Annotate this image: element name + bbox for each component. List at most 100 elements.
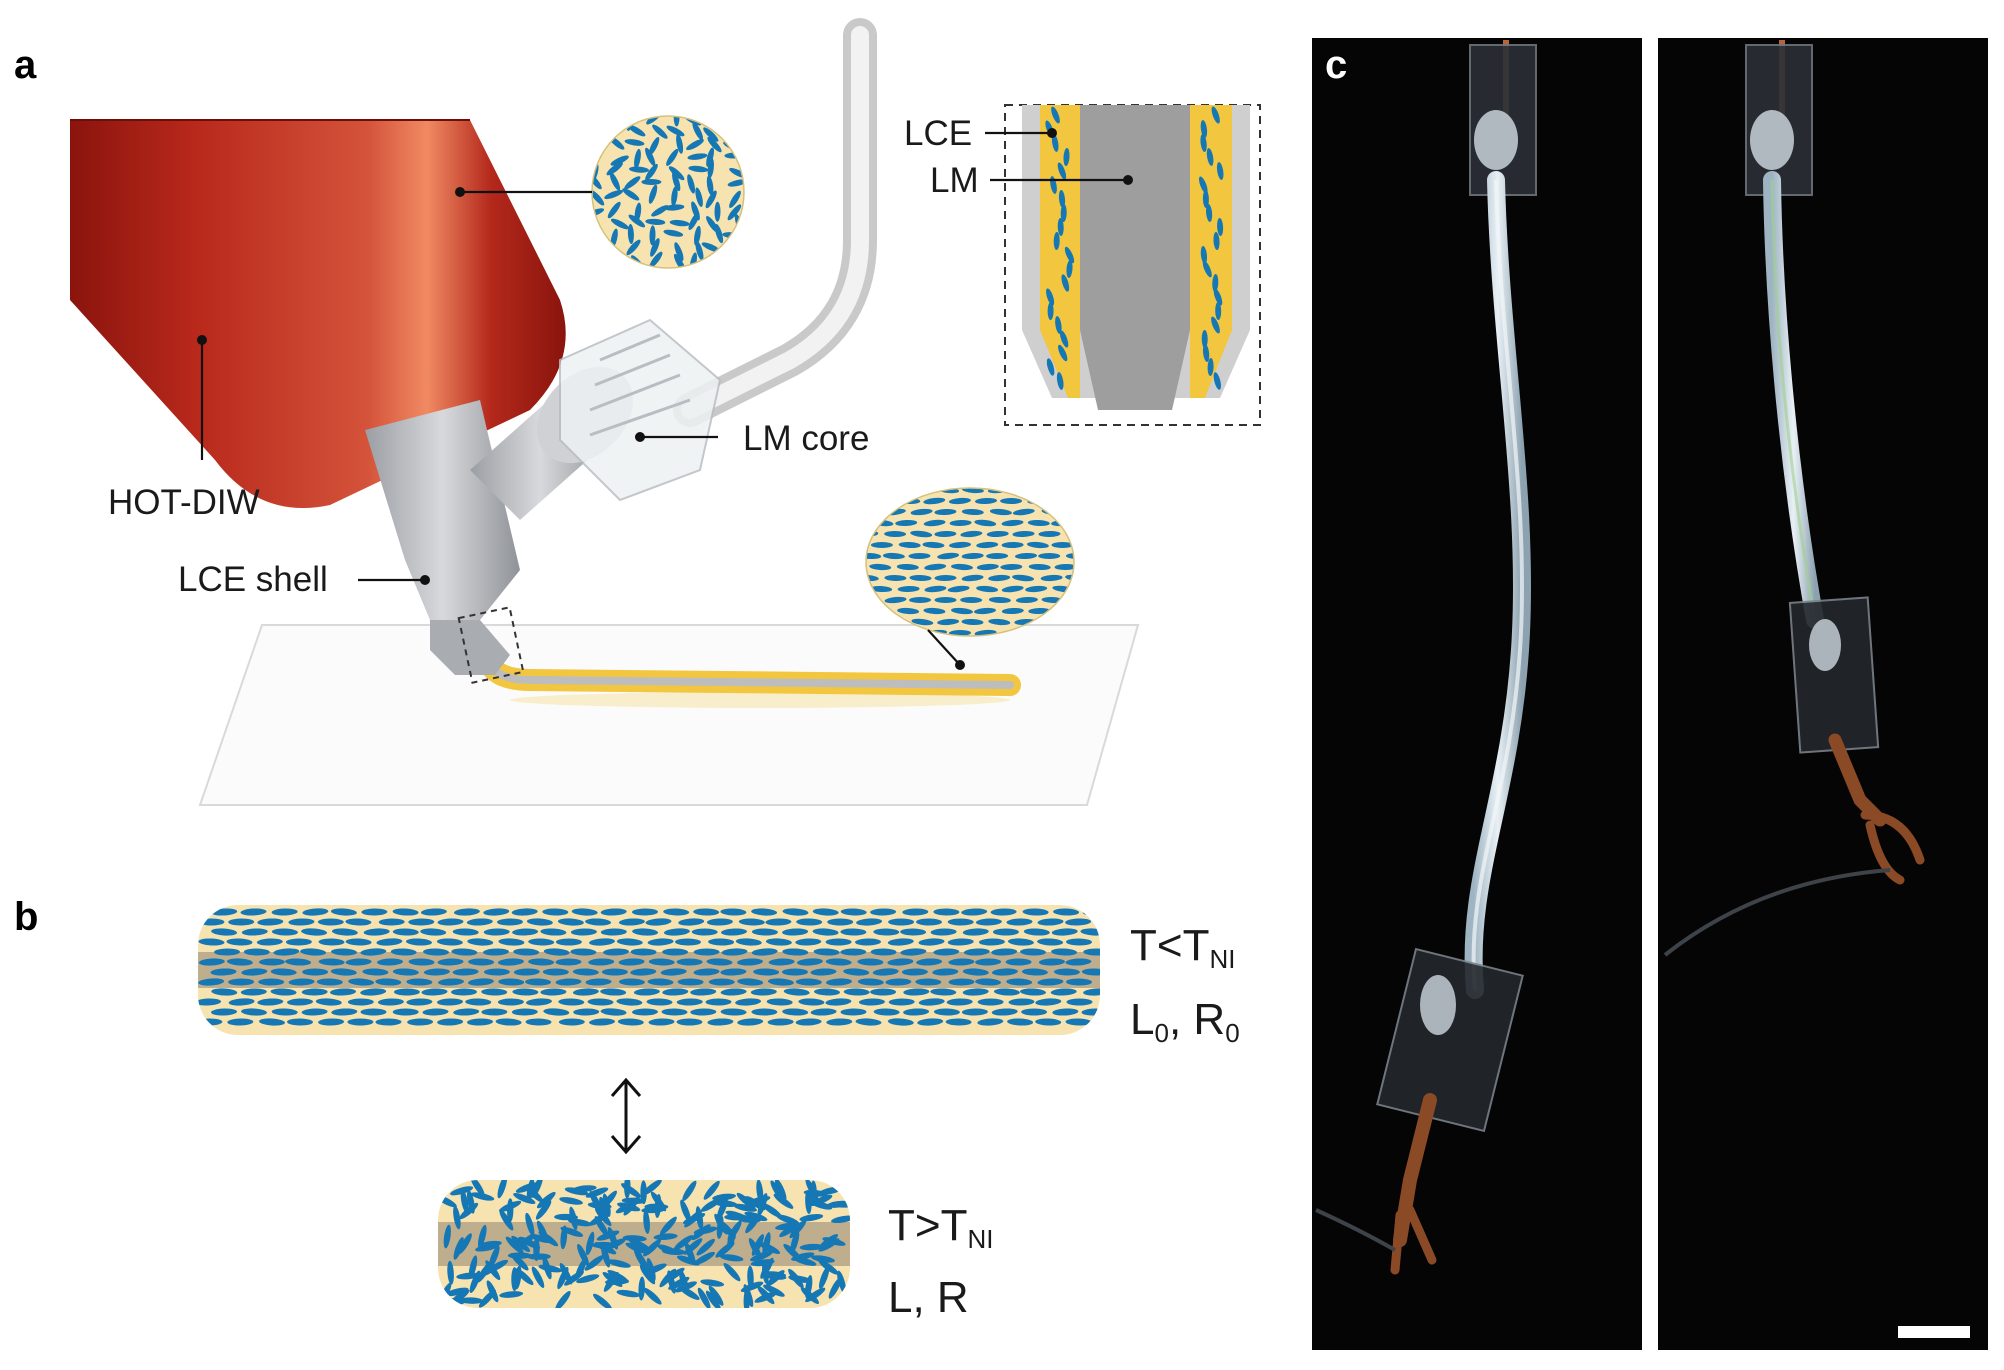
mesogen (499, 1209, 514, 1231)
mesogen (720, 968, 747, 976)
mesogen (1038, 958, 1065, 966)
mesogen (513, 948, 540, 956)
mesogen (557, 1266, 569, 1290)
mesogen (727, 246, 744, 253)
mesogen (671, 186, 678, 207)
mesogen (1081, 968, 1100, 976)
mesogen (676, 958, 703, 966)
mesogen (601, 1244, 611, 1268)
mesogen (628, 214, 646, 228)
mesogen (330, 988, 356, 996)
mesogen (1039, 488, 1062, 494)
mesogen (779, 1222, 800, 1238)
mesogen (1020, 948, 1046, 956)
mesogen (649, 251, 663, 268)
mesogen (737, 978, 764, 986)
mesogen (1083, 988, 1100, 996)
mesogen (737, 1018, 764, 1026)
mesogen (1005, 958, 1032, 966)
lce-shell-label: LCE shell (178, 560, 328, 599)
mesogen (762, 1259, 769, 1284)
mesogen (1000, 563, 1023, 571)
mesogen (587, 998, 614, 1006)
mesogen (918, 938, 945, 946)
mesogen (378, 918, 405, 926)
mesogen (659, 1216, 677, 1235)
mesogen (606, 255, 617, 268)
mesogen (1066, 998, 1093, 1006)
mesogen (1058, 190, 1066, 208)
mesogen (436, 938, 463, 946)
mesogen (618, 918, 645, 926)
mesogen (632, 928, 659, 936)
disordered-condition-label: T>TNI (888, 1201, 993, 1254)
mesogen (198, 958, 225, 966)
mesogen (826, 978, 852, 986)
mesogen (437, 998, 463, 1006)
mesogen (540, 988, 567, 996)
mesogen (1015, 488, 1038, 494)
mesogen (1065, 918, 1092, 926)
mesogen (990, 908, 1017, 916)
mesogen (661, 1008, 688, 1016)
mesogen (663, 928, 690, 936)
mesogen (258, 958, 285, 966)
mesogen (918, 998, 945, 1006)
mesogen (986, 530, 1009, 538)
aligned-fiber (198, 905, 1100, 1035)
mesogen (773, 1193, 794, 1209)
mesogen (617, 1018, 644, 1026)
mesogen (360, 948, 387, 956)
mesogen (589, 938, 615, 946)
mesogen (790, 1230, 800, 1254)
mesogen (585, 918, 612, 926)
mesogen (882, 552, 905, 560)
mesogen (347, 998, 374, 1006)
mesogen (198, 998, 222, 1006)
mesogen (211, 1008, 237, 1016)
mesogen (468, 1255, 478, 1279)
mesogen (735, 938, 762, 946)
mesogen (390, 948, 417, 956)
mesogen (624, 1180, 631, 1199)
mesogen (451, 988, 477, 996)
mesogen (423, 968, 450, 976)
mesogen (857, 958, 884, 966)
mesogen (696, 1238, 715, 1256)
mesogen (602, 1272, 623, 1287)
mesogen (302, 968, 329, 976)
mesogen (1051, 106, 1060, 124)
mesogen (585, 978, 612, 986)
mesogen (688, 212, 700, 231)
mesogen (646, 1258, 656, 1282)
mesogen (198, 918, 225, 926)
mesogen (782, 1008, 809, 1016)
mesogen (478, 1289, 496, 1308)
mesogen (573, 1008, 600, 1016)
mesogen (1046, 288, 1055, 306)
mesogen (453, 908, 480, 916)
mesogen (600, 1008, 627, 1016)
mesogen (1054, 563, 1074, 571)
mesogen (513, 968, 540, 976)
mesogen (648, 137, 660, 156)
mesogen (453, 1237, 464, 1260)
mesogen (646, 998, 673, 1006)
mesogen (673, 1235, 694, 1251)
mesogen (783, 988, 810, 996)
mesogen (895, 519, 918, 527)
mesogen (909, 488, 932, 494)
mesogen (1066, 260, 1073, 278)
mesogen (1211, 316, 1220, 334)
aligned-params-label: L0, R0 (1130, 995, 1240, 1048)
mesogen (1216, 162, 1224, 180)
mesogen (949, 519, 972, 527)
mesogen (930, 988, 957, 996)
mesogen (600, 988, 627, 996)
mesogen (648, 958, 675, 966)
mesogen (240, 988, 267, 996)
mesogen (674, 242, 684, 262)
mesogen (458, 1233, 472, 1255)
mesogen (1008, 998, 1035, 1006)
mesogen (976, 541, 999, 549)
